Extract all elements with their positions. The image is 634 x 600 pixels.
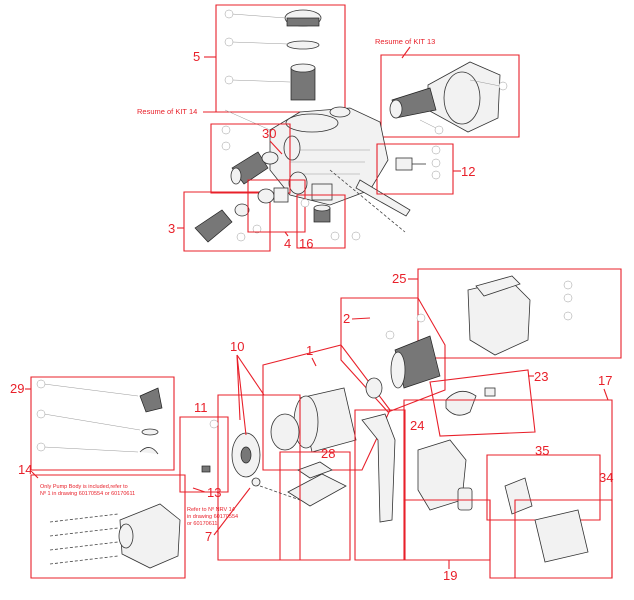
box-3	[183, 191, 271, 252]
note-refer-2: in drawing 60170554	[187, 514, 238, 520]
callout-19: 19	[443, 568, 457, 583]
callout-25: 25	[392, 271, 406, 286]
callout-11: 11	[194, 400, 208, 415]
box-35	[486, 454, 601, 521]
callout-2: 2	[343, 311, 350, 326]
note-kit14: Resume of KIT 14	[137, 107, 197, 116]
callout-30: 30	[262, 126, 276, 141]
callout-4: 4	[284, 236, 291, 251]
box-25	[417, 268, 622, 359]
note-pump-body-1: Only Pump Body is included,refer to	[40, 484, 128, 490]
box-14	[30, 474, 186, 579]
note-refer-3: or 60170611	[187, 521, 217, 527]
note-kit13: Resume of KIT 13	[375, 37, 435, 46]
box-30-kit	[210, 123, 291, 194]
callout-17: 17	[598, 373, 612, 388]
callout-13: 13	[207, 485, 221, 500]
box-1	[262, 344, 391, 471]
box-12	[376, 143, 454, 195]
box-29	[30, 376, 175, 471]
note-refer-1: Refer to Nº NRV 14	[187, 506, 235, 513]
callout-34: 34	[599, 470, 613, 485]
callout-14: 14	[18, 462, 32, 477]
callout-12: 12	[461, 164, 475, 179]
box-4	[247, 179, 306, 233]
callout-16: 16	[299, 236, 313, 251]
box-2	[340, 297, 446, 413]
callout-29: 29	[10, 381, 24, 396]
box-5	[215, 4, 346, 113]
box-16	[296, 194, 346, 249]
callout-28: 28	[321, 446, 335, 461]
box-34	[514, 499, 613, 579]
note-pump-body-2: Nº 1 in drawing 60170554 or 60170611	[40, 490, 135, 497]
bottom-assembly	[30, 268, 622, 579]
box-13	[380, 54, 520, 138]
notes: Resume of KIT 13 Resume of KIT 14 Only P…	[40, 37, 435, 527]
top-assembly	[183, 4, 520, 252]
box-11	[179, 416, 229, 493]
callout-5: 5	[193, 49, 200, 64]
callout-35: 35	[535, 443, 549, 458]
box-19	[403, 499, 491, 561]
callout-24: 24	[410, 418, 424, 433]
box-28	[279, 451, 351, 561]
callout-10: 10	[230, 339, 244, 354]
callout-7: 7	[205, 529, 212, 544]
box-10	[217, 394, 301, 561]
callout-3: 3	[168, 221, 175, 236]
callout-23: 23	[534, 369, 548, 384]
box-23	[429, 369, 536, 437]
callout-1: 1	[306, 343, 313, 358]
callout-numbers: 5 30 12 3 4 16 25 2 10 1 23 17 29 11 24 …	[10, 49, 613, 583]
